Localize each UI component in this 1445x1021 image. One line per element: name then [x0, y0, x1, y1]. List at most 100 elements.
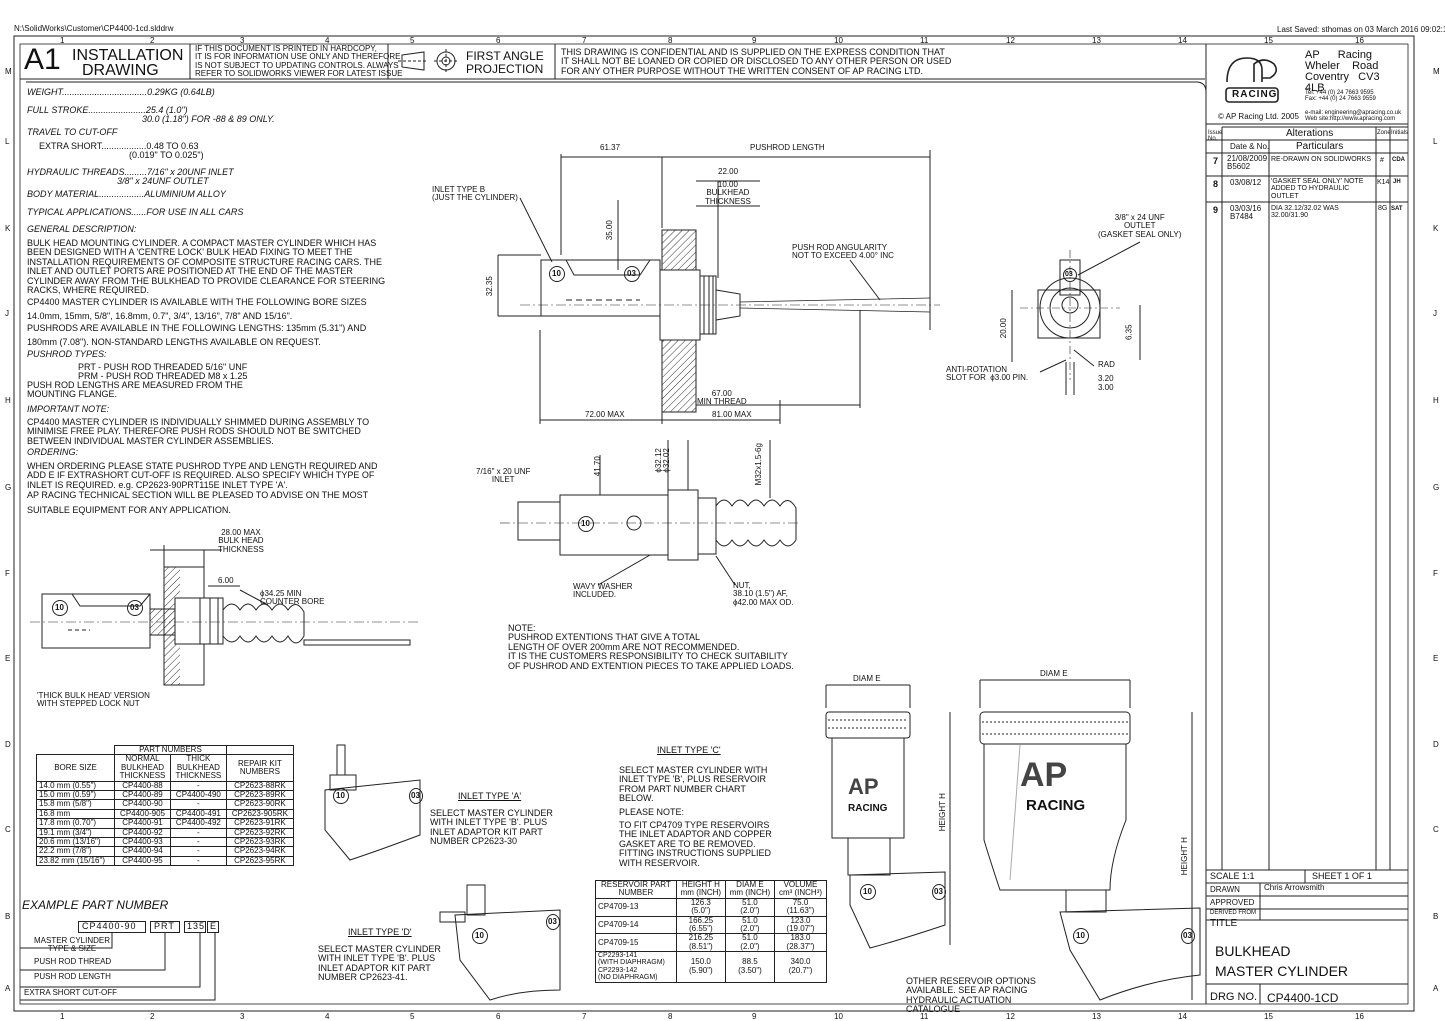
- cell: CP2623-94RK: [225, 846, 295, 857]
- thick-dim-6: 6.00: [218, 576, 234, 585]
- col-label: 3: [240, 1012, 245, 1021]
- spec-pushrod-lengths: PUSHRODS ARE AVAILABLE IN THE FOLLOWING …: [27, 323, 367, 333]
- confidential-notice: THIS DRAWING IS CONFIDENTIAL AND IS SUPP…: [561, 47, 952, 76]
- col-label: 9: [752, 1012, 757, 1021]
- dim-72-max: 72.00 MAX: [585, 410, 625, 419]
- cell: CP4709-14: [595, 915, 677, 935]
- thick-caption: 'THICK BULK HEAD' VERSION WITH STEPPED L…: [37, 691, 150, 709]
- spec-technical: AP RACING TECHNICAL SECTION WILL BE PLEA…: [27, 490, 369, 500]
- spec-bore-sizes: CP4400 MASTER CYLINDER IS AVAILABLE WITH…: [27, 297, 367, 307]
- row-label: M: [1433, 67, 1440, 76]
- cell: CP4400-95: [114, 855, 171, 867]
- col-zone: Zone: [1377, 130, 1391, 136]
- row-label: E: [1433, 654, 1439, 663]
- example-label-thread: PUSH ROD THREAD: [34, 957, 112, 966]
- spec-travel: TRAVEL TO CUT-OFF: [27, 127, 118, 137]
- alt-particulars: DIA 32.12/32.02 WAS 32.00/31.90: [1271, 205, 1339, 220]
- col-date: Date & No.: [1230, 142, 1270, 151]
- col-label: 10: [834, 36, 843, 45]
- title-drawing: DRAWING: [82, 62, 159, 79]
- spec-stroke: FULL STROKE.......................25.4 (…: [27, 105, 275, 125]
- col-label: 5: [410, 1012, 415, 1021]
- th-thick: THICK BULKHEAD THICKNESS: [169, 754, 227, 782]
- row-label: H: [5, 396, 11, 405]
- dim-rad: RAD: [1098, 360, 1115, 369]
- row-label: A: [1433, 984, 1439, 993]
- col-label: 9: [752, 36, 757, 45]
- spec-material: BODY MATERIAL..................ALUMINIUM…: [27, 189, 226, 199]
- example-code-cylinder: CP4400-90: [78, 921, 146, 933]
- thick-counter-bore: ϕ34.25 MIN COUNTER BORE: [260, 589, 325, 607]
- inlet-c-note: TO FIT CP4709 TYPE RESERVOIRS THE INLET …: [619, 820, 772, 868]
- cell: CP4709-13: [595, 897, 677, 917]
- example-title: EXAMPLE PART NUMBER: [22, 898, 169, 912]
- ap-logo-text: AP: [1236, 60, 1237, 61]
- dim-6-35: 6.35: [1124, 324, 1134, 340]
- spec-bore-list: 14.0mm, 15mm, 5/8", 16.8mm, 0.7", 3/4", …: [27, 311, 293, 321]
- other-reservoirs: OTHER RESERVOIR OPTIONS AVAILABLE. SEE A…: [906, 976, 1036, 1015]
- alt-zone: K14: [1377, 179, 1390, 186]
- col-label: 16: [1355, 1012, 1364, 1021]
- table-row: CP2293-141 (WITH DIAPHRAGM) CP2293-142 (…: [595, 951, 827, 983]
- col-label: 7: [582, 1012, 587, 1021]
- balloon-10: 10: [333, 788, 349, 804]
- example-label-cutoff: EXTRA SHORT CUT-OFF: [24, 988, 118, 997]
- cell: -: [169, 827, 227, 838]
- row-label: E: [5, 654, 11, 663]
- company-address: AP Racing Wheler Road Coventry CV3 4LB: [1305, 49, 1380, 94]
- dim-41-70: 41.70: [592, 456, 602, 477]
- col-label: 3: [240, 36, 245, 45]
- col-label: 10: [834, 1012, 843, 1021]
- col-label: 13: [1092, 1012, 1101, 1021]
- col-label: 16: [1355, 36, 1364, 45]
- drg-no-label: DRG NO.: [1210, 991, 1258, 1003]
- cell: 51.0 (2.0"): [724, 897, 776, 917]
- spec-pushrod-lengths-2: 180mm (7.08"). NON-STANDARD LENGTHS AVAI…: [27, 337, 321, 347]
- spec-important-text: CP4400 MASTER CYLINDER IS INDIVIDUALLY S…: [27, 417, 370, 446]
- table-row: 23.82 mm (15/16")CP4400-95-CP2623-95RK: [35, 855, 295, 867]
- file-path: N:\SolidWorks\Customer\CP4400-1cd.slddrw: [14, 24, 174, 33]
- spec-threads: HYDRAULIC THREADS.........7/16" x 20UNF …: [27, 167, 234, 187]
- alt-issue: 7: [1213, 156, 1219, 166]
- cell: 75.0 (11.63"): [774, 897, 827, 917]
- cell: 88.5 (3.50"): [724, 951, 776, 983]
- balloon-03: 03: [546, 914, 560, 930]
- th-normal: NORMAL BULKHEAD THICKNESS: [114, 754, 171, 782]
- spec-important-heading: IMPORTANT NOTE:: [27, 404, 110, 414]
- dim-3-20: 3.20: [1098, 374, 1114, 383]
- cell: CP4400-90: [114, 799, 171, 810]
- row-label: F: [1433, 569, 1438, 578]
- inlet-thread: 7/16" x 20 UNF INLET: [476, 467, 531, 485]
- balloon-03: 03: [1063, 268, 1077, 282]
- example-label-length: PUSH ROD LENGTH: [34, 972, 111, 981]
- row-label: J: [5, 309, 9, 318]
- dim-32-35: 32.35: [484, 276, 494, 297]
- balloon-10: 10: [1073, 928, 1089, 944]
- hardcopy-notice: IF THIS DOCUMENT IS PRINTED IN HARDCOPY,…: [195, 44, 403, 79]
- balloon-03: 03: [932, 884, 946, 900]
- th-volume: VOLUME cm³ (INCH³): [774, 880, 827, 899]
- copyright: © AP Racing Ltd. 2005: [1218, 112, 1299, 121]
- res-ap-logo: AP: [1020, 756, 1068, 794]
- cell: 150.0 (5.90"): [675, 951, 726, 983]
- col-initials: Initials: [1391, 130, 1409, 136]
- table-row: 14.0 mm (0.55")CP4400-88-CP2623-88RK: [35, 780, 295, 791]
- row-label: G: [5, 483, 12, 492]
- alt-initials: JH: [1393, 179, 1401, 185]
- cell: 23.82 mm (15/16"): [35, 855, 116, 867]
- dim-20: 20.00: [998, 318, 1008, 339]
- spec-pushrod-types-heading: PUSHROD TYPES:: [27, 349, 107, 359]
- example-code-thread: PRT: [150, 921, 180, 933]
- th-height: HEIGHT H mm (INCH): [675, 880, 726, 899]
- col-label: 11: [920, 1012, 929, 1021]
- balloon-10: 10: [549, 266, 565, 282]
- inlet-c-text: SELECT MASTER CYLINDER WITH INLET TYPE '…: [619, 765, 768, 804]
- projection-label: FIRST ANGLE PROJECTION: [466, 49, 544, 76]
- cell: 15.8 mm (5/8"): [35, 799, 116, 810]
- dim-thread-m32: M32x1.5-6g: [753, 443, 763, 486]
- col-label: 8: [668, 36, 673, 45]
- col-label: 1: [60, 1012, 65, 1021]
- dim-bulkhead-thickness: 10.00 BULKHEAD THICKNESS: [705, 180, 751, 206]
- cell: 19.1 mm (3/4"): [35, 827, 116, 838]
